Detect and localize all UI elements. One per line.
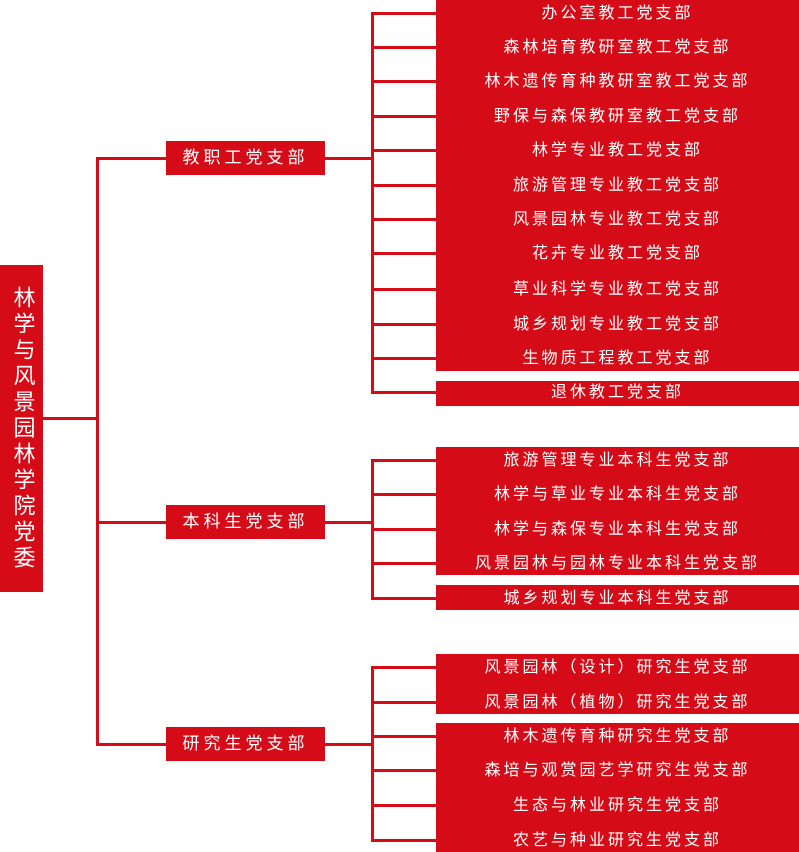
branch-label: 花卉专业教工党支部 [531, 243, 703, 262]
branch-label: 风景园林与园林专业本科生党支部 [474, 553, 760, 572]
branch-label: 草业科学专业教工党支部 [512, 279, 722, 298]
connector-line [371, 288, 437, 291]
connector-line [371, 701, 437, 704]
connector-line [371, 597, 437, 600]
connector-line [371, 80, 437, 83]
group-node-staff: 教职工党支部 [166, 141, 325, 175]
branch-label: 林学专业教工党支部 [531, 140, 703, 159]
connector-line [325, 157, 373, 160]
branch-label: 林学与草业专业本科生党支部 [493, 484, 741, 503]
connector-line [371, 493, 437, 496]
connector-line [371, 357, 437, 360]
branch-block [436, 447, 799, 575]
connector-line [98, 743, 166, 746]
connector-line [371, 839, 437, 842]
connector-line [371, 735, 437, 738]
branch-label: 城乡规划专业教工党支部 [512, 314, 722, 333]
connector-line [98, 521, 166, 524]
branch-label: 风景园林专业教工党支部 [512, 209, 722, 228]
connector-line [371, 666, 437, 669]
connector-line [371, 115, 437, 118]
branch-label: 野保与森保教研室教工党支部 [493, 106, 741, 125]
connector-line [371, 218, 437, 221]
branch-label: 生物质工程教工党支部 [522, 348, 713, 367]
branch-label: 退休教工党支部 [550, 382, 684, 401]
branch-block [436, 723, 799, 852]
connector-line [325, 521, 373, 524]
branch-label: 城乡规划专业本科生党支部 [503, 588, 732, 607]
connector-line [325, 743, 373, 746]
connector-line [371, 184, 437, 187]
connector-line [371, 528, 437, 531]
branch-label: 森林培育教研室教工党支部 [503, 37, 732, 56]
connector-line [371, 12, 437, 15]
root-node: 林学与风景园林学院党委 [0, 265, 43, 592]
connector-line [371, 666, 374, 842]
branch-label: 旅游管理专业本科生党支部 [503, 450, 732, 469]
branch-label: 林木遗传育种教研室教工党支部 [484, 71, 751, 90]
branch-label: 林木遗传育种研究生党支部 [503, 726, 732, 745]
connector-line [98, 157, 166, 160]
connector-line [371, 46, 437, 49]
branch-label: 林学与森保专业本科生党支部 [493, 519, 741, 538]
branch-label: 风景园林（植物）研究生党支部 [484, 692, 751, 711]
branch-block [436, 585, 799, 610]
group-node-undergrad: 本科生党支部 [166, 505, 325, 539]
connector-line [371, 149, 437, 152]
branch-label: 生态与林业研究生党支部 [512, 795, 722, 814]
connector-line [371, 391, 437, 394]
branch-label: 办公室教工党支部 [541, 3, 694, 22]
branch-block [436, 654, 799, 714]
branch-block [436, 0, 799, 371]
branch-block [436, 381, 799, 406]
connector-line [371, 323, 437, 326]
branch-label: 旅游管理专业教工党支部 [512, 175, 722, 194]
branch-label: 农艺与种业研究生党支部 [512, 830, 722, 849]
group-node-graduate: 研究生党支部 [166, 727, 325, 761]
connector-line [371, 459, 437, 462]
branch-label: 森培与观赏园艺学研究生党支部 [484, 760, 751, 779]
root-label: 林学与风景园林学院党委 [9, 285, 35, 572]
connector-line [43, 417, 98, 420]
connector-line [371, 562, 437, 565]
branch-label: 风景园林（设计）研究生党支部 [484, 657, 751, 676]
connector-line [371, 769, 437, 772]
connector-line [371, 12, 374, 394]
connector-line [371, 804, 437, 807]
connector-line [96, 157, 99, 746]
connector-line [371, 252, 437, 255]
